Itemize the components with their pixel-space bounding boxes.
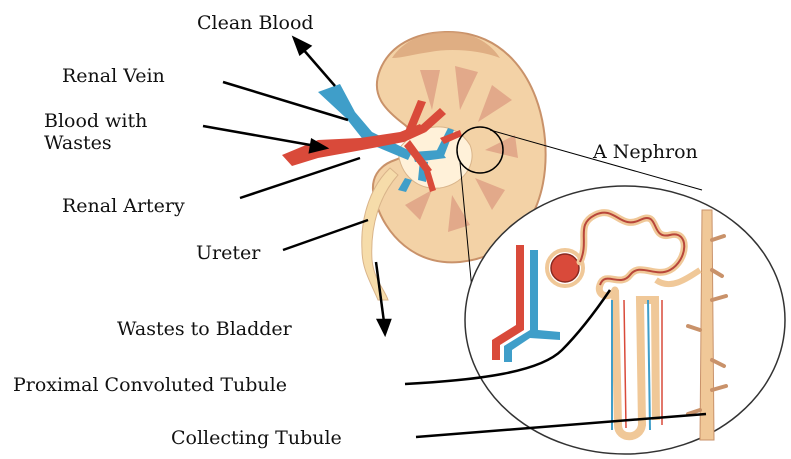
ureter-label: Ureter [196, 242, 260, 264]
collecting-tubule-label: Collecting Tubule [171, 427, 342, 449]
proximal-convoluted-tubule-label: Proximal Convoluted Tubule [13, 374, 287, 396]
clean-blood-arrow [302, 48, 335, 86]
a-nephron-label: A Nephron [593, 141, 698, 163]
clean-blood-label: Clean Blood [197, 12, 314, 34]
clean-blood-arrowhead [294, 38, 310, 54]
glomerulus [551, 254, 579, 282]
blood-with-wastes-arrow [203, 126, 316, 146]
renal-artery-label: Renal Artery [62, 195, 185, 217]
wastes-to-bladder-label: Wastes to Bladder [117, 318, 292, 340]
ureter-pointer [283, 220, 368, 250]
renal-vein-label: Renal Vein [62, 65, 165, 87]
wastes-to-bladder-arrowhead [378, 320, 390, 334]
collecting-tubule [700, 210, 714, 440]
blood-with-wastes-label: Blood with Wastes [44, 110, 214, 154]
renal-artery-pointer [240, 158, 360, 198]
